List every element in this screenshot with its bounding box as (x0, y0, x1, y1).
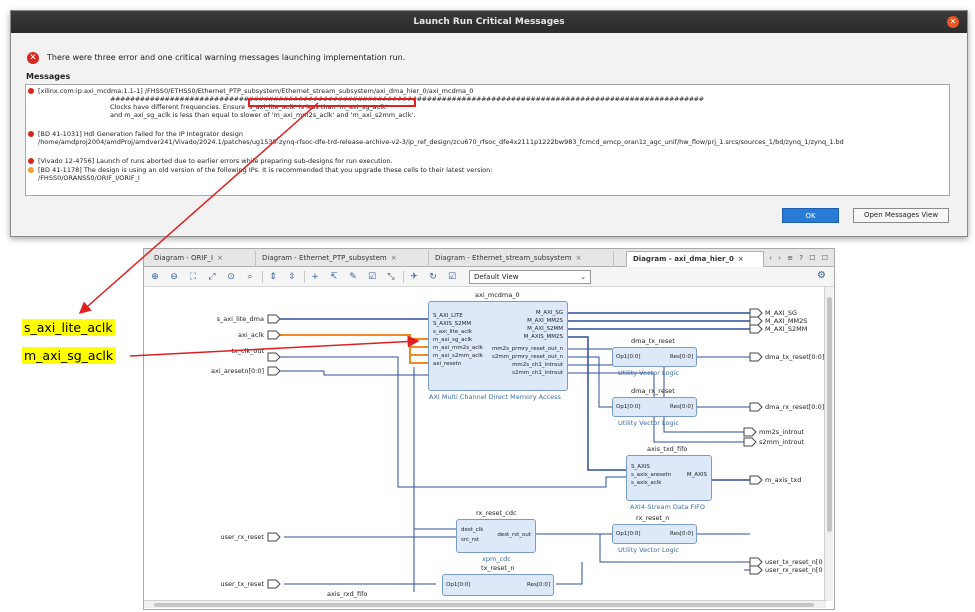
message-ip-path: /FHSS0/ORANSS0/ORIF_I/ORIF_I (38, 174, 140, 182)
diagram-toolbar: ⊕ ⊖ ⛶ ⤢ ⊙ ⌕ ⇕ ⇳ + ↸ ✎ ☑ ⤡ ✈ ↻ ☑ Default … (144, 267, 834, 287)
dma-rx-reset-block[interactable]: Op1[0:0] Res[0:0] (612, 397, 697, 417)
error-icon (28, 158, 34, 164)
port-mm2s-introut[interactable]: mm2s_introut (759, 428, 805, 436)
vertical-scrollbar[interactable] (824, 287, 833, 601)
diagram-window: Diagram - ORIF_I× Diagram - Ethernet_PTP… (143, 248, 835, 610)
dialog-status-text: There were three error and one critical … (47, 53, 406, 62)
tab-diagram-orif[interactable]: Diagram - ORIF_I× (148, 251, 256, 267)
gear-icon[interactable]: ⚙ (817, 270, 826, 281)
port-s-axi-lite-dma[interactable]: s_axi_lite_dma (216, 315, 264, 323)
port-user-rx-reset-n[interactable]: user_rx_reset_n[0 (765, 566, 823, 574)
distribute-icon[interactable]: ⇳ (288, 272, 296, 282)
axis-rxd-fifo-name: axis_rxd_fifo (327, 590, 368, 598)
error-icon (28, 131, 34, 137)
callout-m-axi-sg-aclk: m_axi_sg_aclk (22, 347, 116, 364)
tab-diagram-ethernet-ptp[interactable]: Diagram - Ethernet_PTP_subsystem× (256, 251, 429, 267)
center-icon[interactable]: ⊙ (227, 272, 235, 282)
port-axi-aclk[interactable]: axi_aclk (237, 331, 264, 339)
checklist-icon[interactable]: ☑ (447, 272, 457, 282)
port-user-tx-reset-n[interactable]: user_tx_reset_n[0 (765, 558, 823, 566)
port-user-rx-reset[interactable]: user_rx_reset (220, 533, 265, 541)
dialog-status: ✕ There were three error and one critical… (27, 51, 405, 65)
rx-reset-cdc-name: rx_reset_cdc (476, 509, 517, 517)
dma-rx-reset-name: dma_rx_reset (631, 387, 675, 395)
tab-controls[interactable]: ‹ › ≡ ? ☐ ☐ (769, 254, 830, 262)
error-icon (28, 88, 34, 94)
rx-reset-n-block[interactable]: Op1[0:0] Res[0:0] (612, 524, 697, 544)
message-clock-text-2: and m_axi_sg_aclk is less than equal to … (110, 111, 416, 119)
close-icon[interactable]: × (217, 254, 223, 262)
port-axi-aresetn[interactable]: axi_aresetn[0:0] (211, 367, 264, 375)
diagram-tabs: Diagram - ORIF_I× Diagram - Ethernet_PTP… (144, 249, 834, 267)
rx-reset-n-subtitle: Utility Vector Logic (618, 546, 679, 554)
close-icon[interactable]: × (737, 255, 744, 263)
tx-reset-n-name: tx_reset_n (481, 564, 515, 572)
open-messages-view-button[interactable]: Open Messages View (853, 208, 949, 223)
tx-reset-n-block[interactable]: Op1[0:0] Res[0:0] (442, 574, 554, 596)
axis-txd-fifo-name: axis_txd_fifo (647, 445, 688, 453)
port-m-axi-sg[interactable]: M_AXI_SG (765, 309, 798, 317)
warning-icon (28, 167, 34, 173)
dma-tx-reset-name: dma_tx_reset (631, 337, 675, 345)
zoom-out-icon[interactable]: ⊖ (170, 272, 178, 282)
dma-rx-reset-subtitle: Utility Vector Logic (618, 419, 679, 427)
messages-label: Messages (26, 72, 71, 81)
dma-tx-reset-subtitle: Utility Vector Logic (618, 369, 679, 377)
port-m-axi-mm2s[interactable]: M_AXI_MM2S (765, 317, 808, 325)
horizontal-scrollbar[interactable] (144, 600, 826, 608)
error-icon: ✕ (27, 51, 39, 64)
axis-txd-fifo-subtitle: AXI4-Stream Data FIFO (630, 503, 705, 511)
port-tx-clk-out[interactable]: tx_clk_out (231, 347, 264, 355)
zoom-fit-icon[interactable]: ⛶ (189, 272, 197, 282)
rx-reset-cdc-subtitle: xpm_cdc (482, 555, 511, 563)
refresh-icon[interactable]: ↻ (429, 272, 437, 282)
validate-icon[interactable]: ☑ (367, 272, 377, 282)
callout-s-axi-lite-aclk: s_axi_lite_aclk (22, 319, 115, 336)
chevron-down-icon: ⌄ (580, 273, 586, 281)
port-user-tx-reset[interactable]: user_tx_reset (220, 580, 264, 588)
port-m-axi-s2mm[interactable]: M_AXI_S2MM (765, 325, 808, 333)
port-m-axis-txd[interactable]: m_axis_txd (765, 476, 802, 484)
rx-reset-cdc-block[interactable]: dest_clk src_rst dest_rst_out (456, 519, 536, 553)
tab-diagram-axi-dma-hier[interactable]: Diagram - axi_dma_hier_0× (626, 251, 764, 267)
pin-icon[interactable]: ✈ (410, 272, 418, 282)
wrench-icon[interactable]: ✎ (349, 272, 357, 282)
message-warning-1[interactable]: [BD 41-1178] The design is using an old … (28, 166, 492, 174)
search-icon[interactable]: ⌕ (247, 272, 253, 282)
message-error-1[interactable]: [xilinx.com:ip:axi_mcdma:1.1-1] /FHSS0/E… (28, 87, 473, 95)
dma-tx-reset-block[interactable]: Op1[0:0] Res[0:0] (612, 347, 697, 367)
mcdma-subtitle: AXI Multi Channel Direct Memory Access (429, 393, 561, 401)
rx-reset-n-name: rx_reset_n (636, 514, 670, 522)
message-error-2[interactable]: [BD 41-1031] Hdl Generation failed for t… (28, 130, 243, 138)
add-ip-icon[interactable]: + (311, 272, 319, 282)
message-path: /home/amdproj2004/amdProj/amdver241/Viva… (38, 138, 844, 146)
align-icon[interactable]: ⇕ (269, 272, 277, 282)
fit-selection-icon[interactable]: ⤢ (208, 272, 216, 282)
ok-button[interactable]: OK (782, 208, 839, 223)
axis-txd-fifo-block[interactable]: S_AXIS s_axis_aresetn s_axis_aclk M_AXIS (626, 455, 712, 501)
critical-messages-dialog: Launch Run Critical Messages ✕ ✕ There we… (10, 10, 968, 237)
messages-list[interactable]: [xilinx.com:ip:axi_mcdma:1.1-1] /FHSS0/E… (25, 84, 950, 196)
mcdma-name: axi_mcdma_0 (475, 291, 520, 299)
tab-diagram-ethernet-stream[interactable]: Diagram - Ethernet_stream_subsystem× (429, 251, 614, 267)
diagram-canvas[interactable]: s_axi_lite_dma axi_aclk tx_clk_out axi_a… (144, 287, 826, 601)
connect-icon[interactable]: ↸ (330, 272, 338, 282)
axi-mcdma-block[interactable]: S_AXI_LITE S_AXIS_S2MM s_axi_lite_aclk m… (428, 301, 568, 391)
port-dma-tx-reset[interactable]: dma_tx_reset[0:0] (765, 353, 825, 361)
close-icon[interactable]: × (390, 254, 397, 262)
port-s2mm-introut[interactable]: s2mm_introut (759, 438, 805, 446)
close-icon[interactable]: × (575, 254, 582, 262)
close-icon[interactable]: ✕ (947, 16, 959, 28)
highlight-box (248, 98, 416, 107)
autoroute-icon[interactable]: ⤡ (387, 272, 395, 282)
zoom-in-icon[interactable]: ⊕ (151, 272, 159, 282)
dialog-title: Launch Run Critical Messages (11, 11, 967, 33)
message-error-3[interactable]: [Vivado 12-4756] Launch of runs aborted … (28, 157, 393, 165)
view-select[interactable]: Default View⌄ (469, 270, 591, 284)
port-dma-rx-reset[interactable]: dma_rx_reset[0:0] (765, 403, 825, 411)
